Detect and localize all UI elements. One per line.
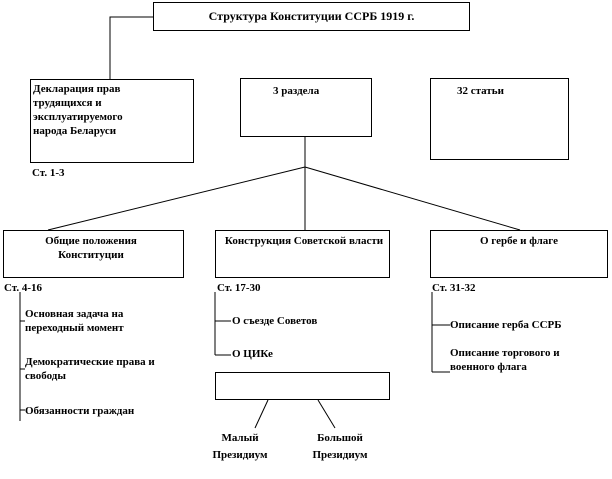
general-articles: Ст. 4-16 (4, 282, 43, 294)
emblem-flag-articles: Ст. 31-32 (432, 282, 476, 294)
soviet-power-articles: Ст. 17-30 (217, 282, 261, 294)
soviet-item-1: О съезде Советов (232, 315, 318, 327)
sections-label: 3 раздела (273, 85, 320, 97)
connector-small-presidium (254, 399, 269, 429)
general-item-3: Обязанности граждан (25, 405, 135, 417)
soviet-item-2: О ЦИКе (232, 348, 273, 360)
general-label: Общие положения Конституции (45, 235, 137, 261)
general-item-2: Демократические права и свободы (25, 356, 155, 382)
large-presidium: Большой Президиум (312, 432, 368, 461)
connector-to-general (47, 166, 306, 231)
emblem-item-2: Описание торгового и военного флага (450, 347, 560, 373)
general-box: Общие положения Конституции (3, 230, 184, 278)
emblem-flag-label: О гербе и флаге (480, 235, 558, 247)
emblem-flag-box: О гербе и флаге (430, 230, 608, 278)
declaration-articles: Ст. 1-3 (32, 167, 65, 179)
title-box: Структура Конституции ССРБ 1919 г. (153, 2, 470, 31)
soviet-power-label: Конструкция Советской власти (224, 235, 384, 247)
small-presidium: Малый Президиум (212, 432, 268, 461)
declaration-label: Декларация прав трудящихся и эксплуатиру… (33, 83, 123, 137)
sections-box: 3 раздела (240, 78, 372, 137)
diagram-title: Структура Конституции ССРБ 1919 г. (208, 9, 415, 23)
connector-large-presidium (317, 399, 336, 429)
connector-title-declaration (109, 16, 153, 79)
declaration-box: Декларация прав трудящихся и эксплуатиру… (30, 79, 194, 163)
articles-count-label: 32 статьи (457, 85, 504, 97)
emblem-item-1: Описание герба ССРБ (450, 319, 562, 331)
articles-count-box: 32 статьи (430, 78, 569, 160)
general-item-1: Основная задача на переходный момент (25, 308, 124, 334)
connector-to-emblem (304, 166, 521, 231)
presidium-box (215, 372, 390, 400)
soviet-power-box: Конструкция Советской власти (215, 230, 390, 278)
